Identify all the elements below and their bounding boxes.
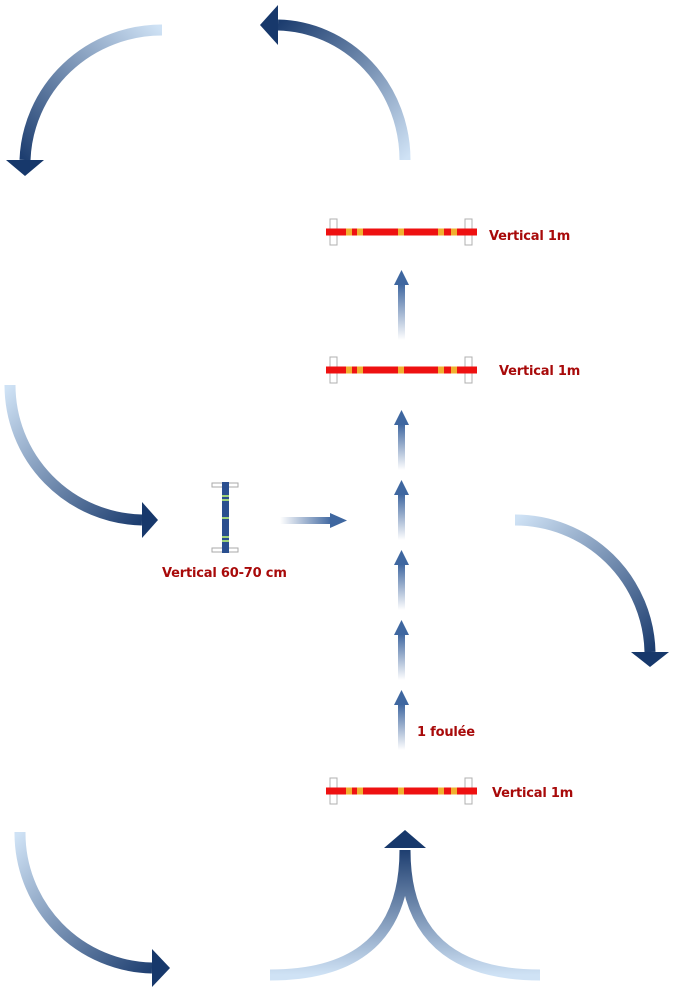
- jump-bottom: [326, 777, 477, 805]
- jump-small-vertical: [211, 482, 239, 553]
- pole-stripe: [451, 787, 457, 795]
- pole-stripe: [438, 787, 444, 795]
- curved-arrow-top-right: [260, 5, 411, 161]
- label-jump-bottom: Vertical 1m: [492, 786, 574, 801]
- straight-arrows: [280, 270, 409, 750]
- label-jump-small: Vertical 60-70 cm: [162, 566, 287, 581]
- up-arrow: [394, 410, 409, 470]
- label-jump-middle: Vertical 1m: [499, 364, 581, 379]
- pole-stripe: [346, 787, 352, 795]
- pole-stripe: [357, 787, 363, 795]
- curved-arrow-middle-left: [4, 384, 158, 538]
- up-arrow: [394, 550, 409, 610]
- pole-stripe: [357, 228, 363, 236]
- curved-arrow-top-left: [6, 24, 163, 176]
- pole-stripe: [451, 366, 457, 374]
- converging-arrow-bottom: [269, 830, 541, 981]
- up-arrow: [394, 690, 409, 750]
- pole-stripe: [346, 228, 352, 236]
- jump-middle: [326, 356, 477, 384]
- pole-stripe: [346, 366, 352, 374]
- up-arrow: [394, 620, 409, 680]
- label-stride: 1 foulée: [417, 725, 475, 740]
- pole-stripe: [438, 366, 444, 374]
- jump-top: [326, 218, 477, 246]
- pole-stripe: [398, 787, 404, 795]
- pole-stripe: [438, 228, 444, 236]
- up-arrow: [394, 480, 409, 540]
- label-jump-top: Vertical 1m: [489, 229, 571, 244]
- pole-stripe: [398, 228, 404, 236]
- pole-stripe: [451, 228, 457, 236]
- pole-stripe: [398, 366, 404, 374]
- pole-stripe: [357, 366, 363, 374]
- right-arrow: [280, 513, 347, 528]
- up-arrow: [394, 270, 409, 340]
- curved-arrow-bottom-left: [14, 831, 170, 987]
- curved-arrow-right: [514, 514, 669, 667]
